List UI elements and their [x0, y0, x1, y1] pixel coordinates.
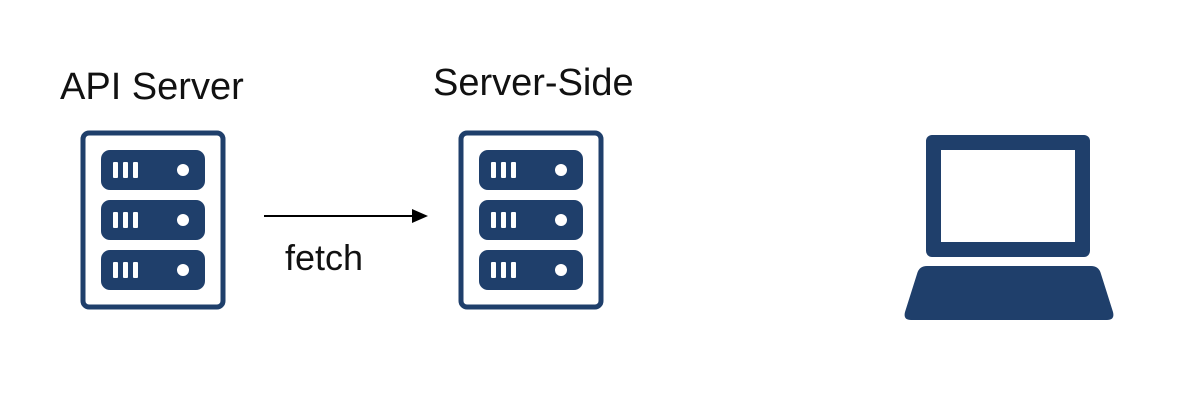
- fetch-arrow: [264, 209, 428, 223]
- laptop-icon: [904, 135, 1114, 320]
- fetch-label: fetch: [285, 237, 364, 278]
- server-icon: [80, 130, 226, 310]
- api-server-label: API Server: [60, 66, 244, 108]
- server-icon: [458, 130, 604, 310]
- server-side-label: Server-Side: [433, 62, 634, 104]
